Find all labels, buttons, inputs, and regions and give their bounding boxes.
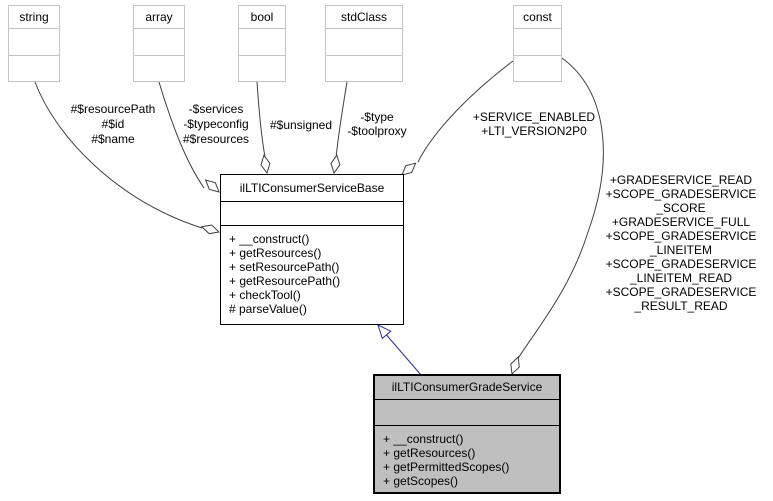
aggregation-diamond-icon: [510, 356, 520, 376]
edge-label-string-members: #$resourcePath #$id #$name: [70, 102, 156, 146]
edge-label-bool-members: #$unsigned: [269, 118, 333, 132]
method-item: + getResourcePath(): [229, 274, 341, 288]
type-box-bool: bool: [238, 5, 286, 82]
methods-compartment: + __construct() + getResources() + getPe…: [375, 425, 559, 488]
association-edge-const-base: [417, 60, 514, 163]
empty-methods-compartment: [514, 55, 561, 82]
type-title: bool: [250, 10, 274, 24]
empty-attributes-compartment: [221, 201, 403, 225]
empty-methods-compartment: [134, 55, 184, 82]
empty-methods-compartment: [326, 55, 402, 82]
method-item: + __construct(): [383, 432, 464, 446]
type-box-const: const: [513, 5, 562, 82]
method-item: + getPermittedScopes(): [383, 460, 510, 474]
aggregation-diamond-icon: [204, 179, 220, 193]
empty-methods-compartment: [9, 55, 59, 82]
class-box-illticonsumergradeservice[interactable]: ilLTIConsumerGradeService + __construct(…: [373, 374, 561, 494]
method-item: + getResources(): [229, 246, 322, 260]
empty-attributes-compartment: [134, 28, 184, 55]
empty-attributes-compartment: [326, 28, 402, 55]
edge-label-stdclass-members: -$type -$toolproxy: [347, 110, 407, 138]
association-edge-string: [34, 81, 203, 229]
empty-attributes-compartment: [514, 28, 561, 55]
edge-label-const-base-members: +SERVICE_ENABLED +LTI_VERSION2P0: [472, 110, 596, 138]
type-title: array: [145, 10, 173, 24]
empty-attributes-compartment: [239, 28, 285, 55]
method-item: + getScopes(): [383, 474, 459, 488]
method-item: + __construct(): [229, 232, 310, 246]
edge-label-const-grade-members: +GRADESERVICE_READ +SCOPE_GRADESERVICE _…: [605, 173, 757, 313]
association-edge-bool: [256, 81, 266, 158]
type-box-stdclass: stdClass: [325, 5, 403, 82]
class-title: ilLTIConsumerGradeService: [391, 380, 543, 394]
type-title: const: [523, 10, 552, 24]
edge-label-array-members: -$services -$typeconfig #$resources: [182, 102, 250, 146]
aggregation-diamond-icon: [330, 154, 341, 175]
type-title: string: [19, 10, 49, 24]
methods-compartment: + __construct() + getResources() + setRe…: [221, 225, 403, 316]
association-edge-const-grade: [516, 57, 604, 361]
method-item: + checkTool(): [229, 288, 301, 302]
class-title: ilLTIConsumerServiceBase: [239, 181, 385, 195]
empty-attributes-compartment: [375, 399, 559, 425]
type-box-string: string: [8, 5, 60, 82]
class-box-illticonsumerservicebase[interactable]: ilLTIConsumerServiceBase + __construct()…: [220, 174, 404, 325]
aggregation-diamond-icon: [401, 162, 417, 176]
association-edge-stdclass: [335, 81, 348, 159]
type-box-array: array: [133, 5, 185, 82]
association-edge-array: [158, 81, 205, 189]
method-item: # parseValue(): [229, 302, 307, 316]
method-item: + setResourcePath(): [229, 260, 340, 274]
inheritance-arrow-icon: [377, 324, 422, 376]
empty-attributes-compartment: [9, 28, 59, 55]
empty-methods-compartment: [239, 55, 285, 82]
aggregation-diamond-icon: [260, 154, 271, 175]
type-title: stdClass: [340, 10, 387, 24]
aggregation-diamond-icon: [200, 224, 221, 235]
method-item: + getResources(): [383, 446, 476, 460]
